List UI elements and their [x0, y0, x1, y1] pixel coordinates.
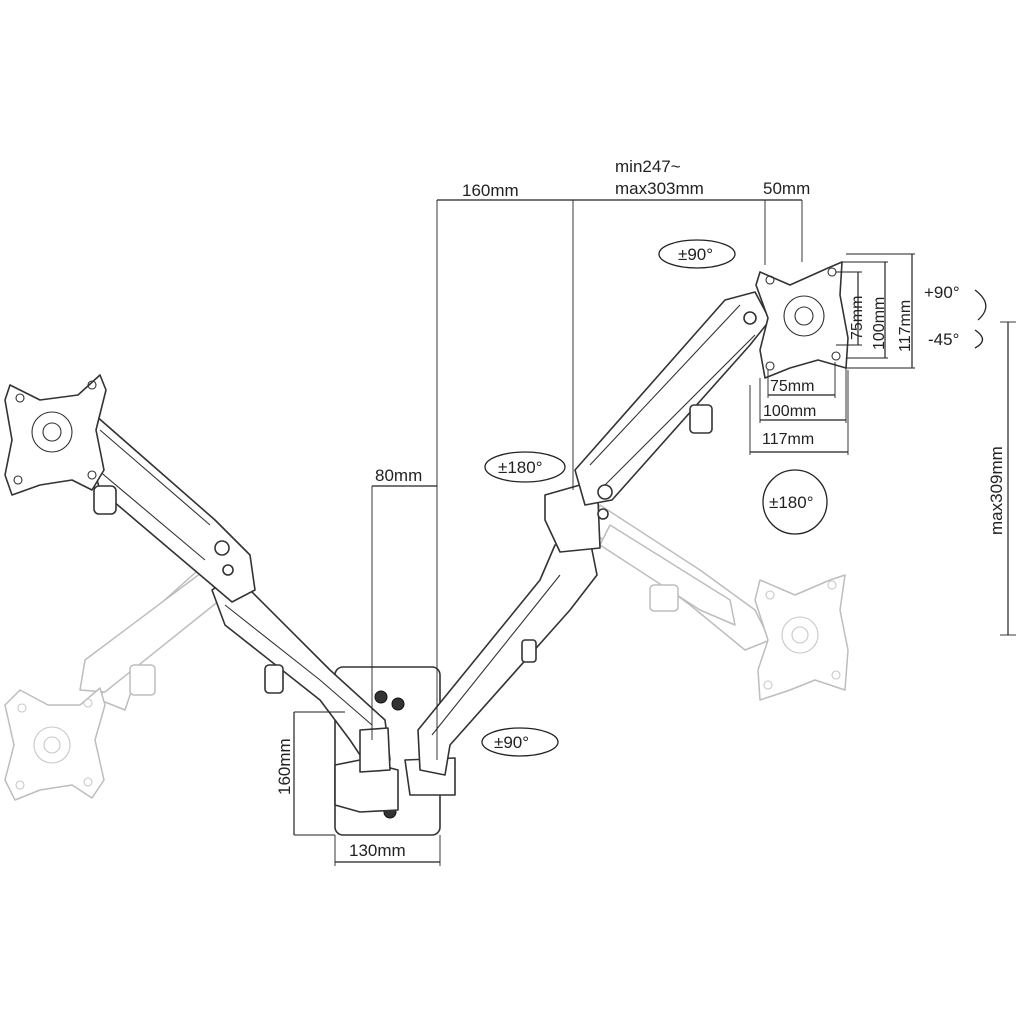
ghost-right-vesa-plate: [754, 574, 849, 701]
rotation-arrows: [481, 239, 987, 757]
label-pole-offset: 80mm: [375, 466, 422, 485]
label-elbow-swivel: ±180°: [498, 458, 543, 477]
label-vesa-v-117: 117mm: [897, 300, 914, 352]
left-vesa-plate: [4, 374, 107, 496]
label-vesa-h-100: 100mm: [763, 403, 816, 420]
label-arm-reach-2: max303mm: [615, 179, 704, 198]
label-vesa-h-117: 117mm: [762, 431, 814, 448]
label-plate-height: 160mm: [275, 738, 294, 795]
label-vesa-v-75: 75mm: [849, 296, 866, 340]
label-base-swivel: ±90°: [494, 733, 529, 752]
right-lower-arm: [417, 484, 601, 776]
label-vesa-v-100: 100mm: [871, 297, 888, 350]
label-vesa-offset: 50mm: [763, 179, 810, 198]
label-vesa-swivel: ±90°: [678, 245, 713, 264]
ghost-left-vesa-plate: [4, 687, 106, 801]
label-tilt-up: +90°: [924, 283, 960, 302]
right-upper-arm: [574, 291, 771, 520]
label-height-adjust: max309mm: [987, 446, 1006, 535]
left-lower-arm: [211, 574, 391, 773]
label-arm-reach-1: min247~: [615, 157, 681, 176]
label-tilt-down: -45°: [928, 330, 959, 349]
dimension-labels: 160mm min247~ max303mm 50mm 80mm 130mm 1…: [275, 157, 1006, 860]
left-upper-arm: [87, 414, 256, 603]
label-rotate: ±180°: [769, 493, 814, 512]
ghost-right-arm: [589, 504, 771, 651]
label-vesa-h-75: 75mm: [770, 378, 814, 395]
right-vesa-plate: [755, 261, 849, 379]
label-plate-width: 130mm: [349, 841, 406, 860]
rotation-labels: ±90° ±180° ±90° ±180° +90° -45°: [494, 245, 960, 752]
dimension-lines: [293, 199, 1016, 866]
label-arm-segment: 160mm: [462, 181, 519, 200]
ghost-left-arm: [79, 554, 231, 711]
